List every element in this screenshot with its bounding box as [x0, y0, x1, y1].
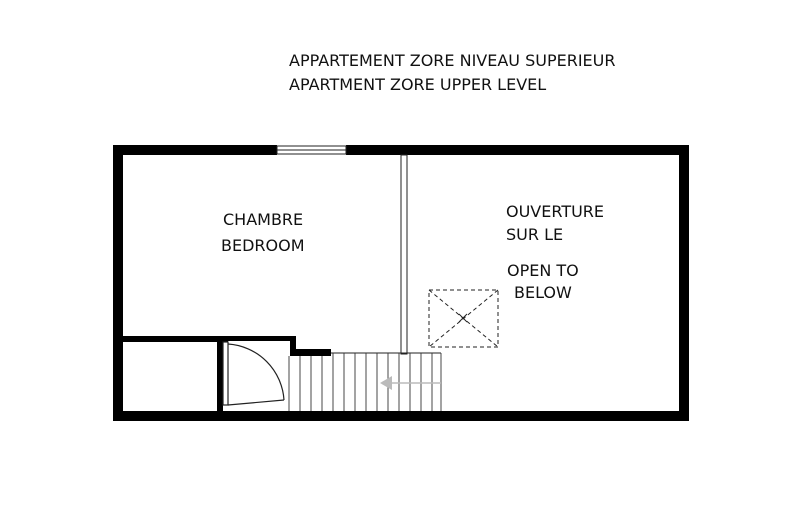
- room-label-opening-fr-2: SUR LE: [506, 225, 563, 244]
- room-label-opening-en-2: BELOW: [514, 283, 572, 302]
- interior-walls: [123, 336, 331, 411]
- skylight-x-icon: [458, 313, 468, 323]
- plan-title-fr: APPARTEMENT ZORE NIVEAU SUPERIEUR: [289, 51, 616, 70]
- room-label-bedroom-fr: CHAMBRE: [223, 210, 303, 229]
- room-label-opening-en-1: OPEN TO: [507, 261, 579, 280]
- stair-direction-arrow-icon: [380, 376, 441, 390]
- room-label-bedroom-en: BEDROOM: [221, 236, 305, 255]
- room-label-opening-fr-1: OUVERTURE: [506, 202, 604, 221]
- staircase: [288, 353, 442, 411]
- exterior-walls: [113, 145, 689, 421]
- door-swing: [222, 341, 285, 406]
- plan-title-en: APARTMENT ZORE UPPER LEVEL: [289, 75, 546, 94]
- partition-wall: [331, 154, 441, 355]
- window: [276, 145, 347, 155]
